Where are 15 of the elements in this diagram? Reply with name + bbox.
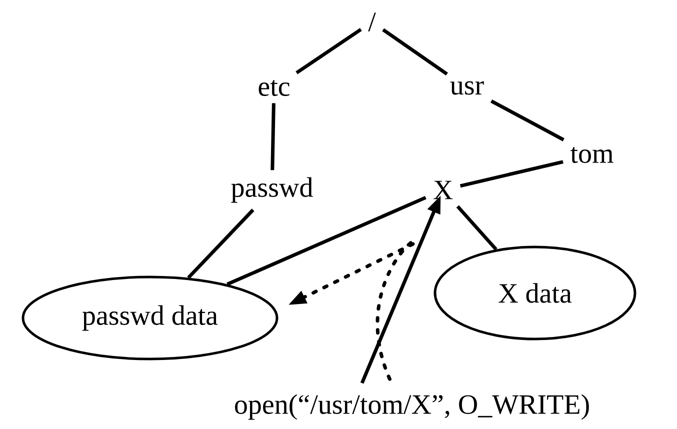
path-label: passwd	[231, 177, 313, 203]
connector-line	[382, 28, 448, 76]
connector-line	[456, 205, 498, 251]
path-label: usr	[450, 81, 484, 95]
path-label: X	[434, 180, 453, 200]
connector-line	[490, 99, 564, 142]
path-label: etc	[258, 80, 290, 96]
connector-line	[460, 160, 564, 188]
connector-line	[187, 208, 254, 279]
path-label: /	[368, 12, 376, 32]
path-label: open(“/usr/tom/X”, O_WRITE)	[235, 394, 589, 420]
connector-line	[226, 196, 426, 286]
connector-line	[270, 103, 276, 170]
connector-line	[296, 28, 362, 74]
path-label: tom	[570, 146, 614, 163]
